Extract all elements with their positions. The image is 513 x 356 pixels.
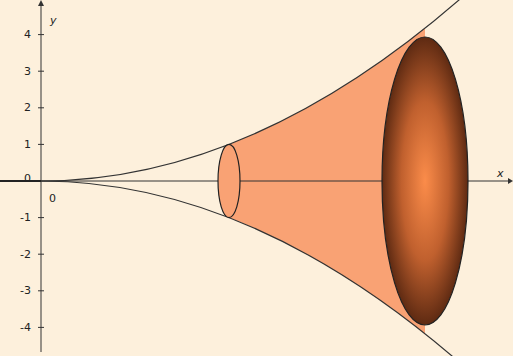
tick-label: 1 [24, 139, 31, 150]
tick-label: 4 [24, 29, 31, 40]
origin-label: 0 [49, 193, 56, 204]
small-disc [218, 144, 240, 217]
tick-label: -2 [20, 249, 31, 260]
axis-name: y [50, 15, 57, 26]
y-axis [41, 4, 42, 352]
tick-label: 0 [24, 173, 31, 184]
axis-arrow [508, 178, 513, 184]
large-disc [382, 37, 468, 325]
tick-label: -1 [20, 212, 31, 223]
curve [0, 180, 41, 182]
axis-name: x [497, 168, 504, 179]
solid-surface [229, 0, 425, 356]
tick-label: -3 [20, 285, 31, 296]
tick-label: 3 [24, 66, 31, 77]
tick-label: 2 [24, 102, 31, 113]
tick-label: -4 [20, 322, 31, 333]
axis-arrow [38, 0, 44, 6]
